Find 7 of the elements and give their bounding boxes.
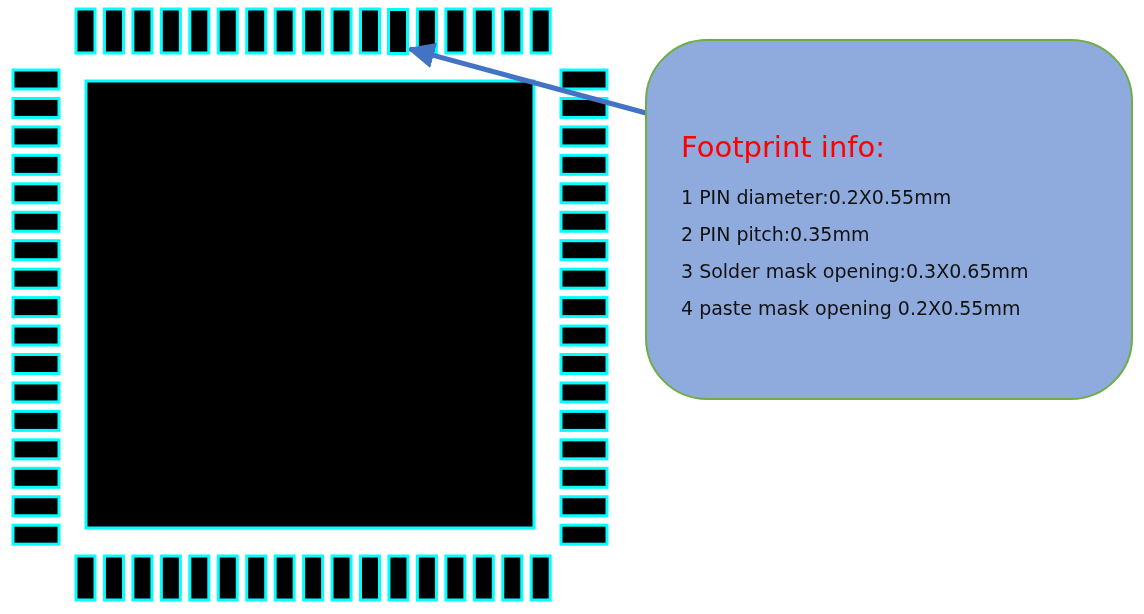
- callout-box: [645, 39, 1133, 400]
- spec-line: 3 Solder mask opening:0.3X0.65mm: [681, 259, 1030, 284]
- pin-pad: [387, 7, 410, 55]
- callout-title: Footprint info:: [681, 129, 887, 166]
- spec-line: 2 PIN pitch:0.35mm: [681, 222, 871, 247]
- spec-line: 1 PIN diameter:0.2X0.55mm: [681, 185, 953, 210]
- spec-line: 4 paste mask opening 0.2X0.55mm: [681, 296, 1022, 321]
